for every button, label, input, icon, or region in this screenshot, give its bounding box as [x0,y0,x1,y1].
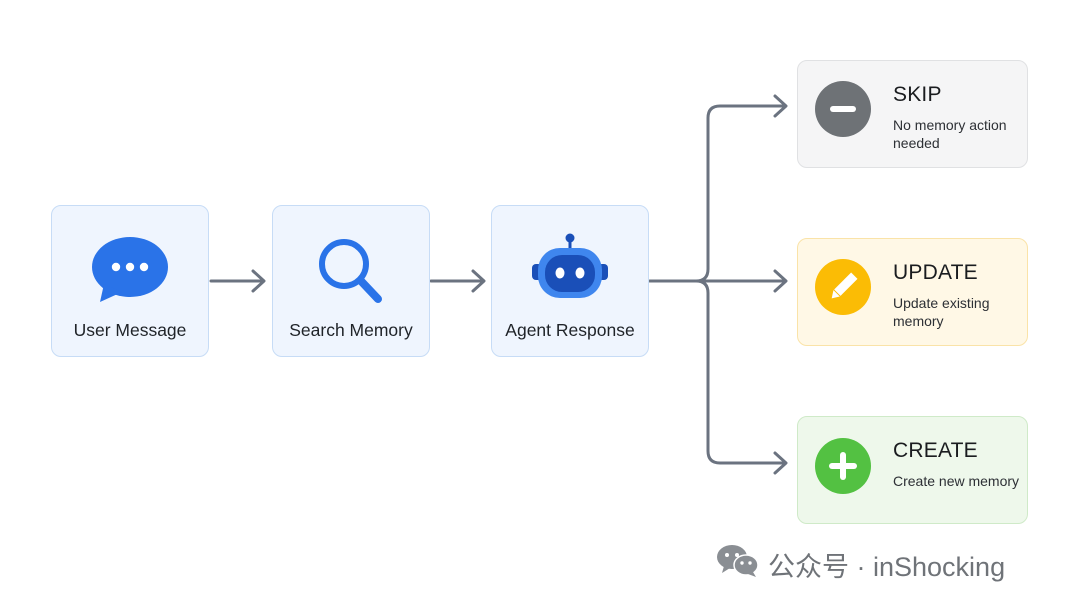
magnifier-icon [316,236,386,311]
arrowhead-create [773,451,788,475]
outcome-skip-description: No memory action needed [893,117,1007,151]
arrowhead-agent [471,269,486,293]
robot-icon [530,232,610,307]
chat-bubble-icon [90,236,170,309]
minus-icon [815,81,871,137]
watermark-text: 公众号 · inShocking [768,551,1006,582]
node-search-memory: Search Memory [272,205,430,357]
connector-to-skip [648,104,786,283]
wechat-icon [716,544,760,585]
node-user-message: User Message [51,205,209,357]
outcome-update-title: UPDATE [893,261,978,284]
connector-to-create [694,279,786,465]
outcome-create-card: CREATE Create new memory [797,416,1028,524]
outcome-skip-title: SKIP [893,83,942,106]
step-label-search-memory: Search Memory [289,320,413,340]
plus-icon [815,438,871,494]
arrowhead-search [251,269,266,293]
outcome-create-title: CREATE [893,439,978,462]
outcome-update-card: UPDATE Update existing memory [797,238,1028,346]
watermark: 公众号 · inShocking [716,544,1006,585]
outcome-create-description: Create new memory [893,473,1020,489]
pencil-icon [815,259,871,315]
outcome-update-description: Update existing memory [893,295,990,329]
step-label-agent-response: Agent Response [505,320,635,340]
step-label-user-message: User Message [73,320,187,340]
node-agent-response: Agent Response [491,205,649,357]
arrowhead-update [773,269,788,293]
arrowhead-skip [773,94,788,118]
outcome-skip-card: SKIP No memory action needed [797,60,1028,168]
